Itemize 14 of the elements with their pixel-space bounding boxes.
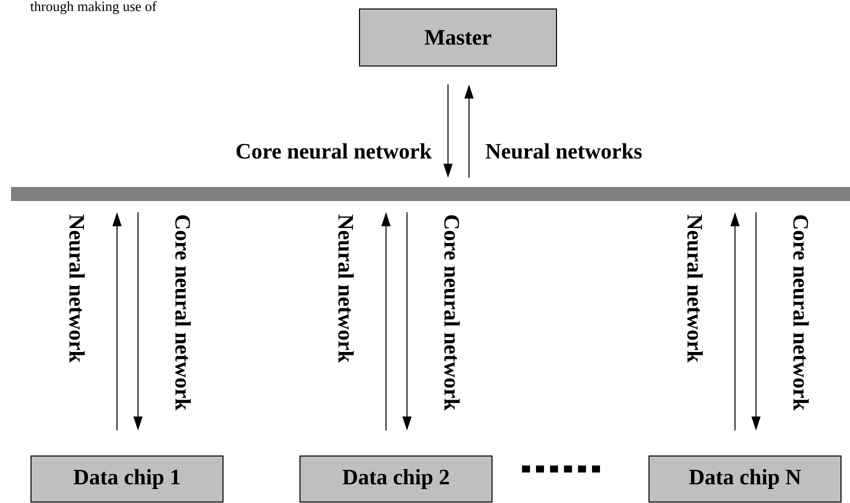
edge-label: Core neural network (233, 141, 434, 161)
chip-box: Data chip 1 (30, 456, 224, 502)
body-text: through making use of (30, 1, 157, 14)
edge-label: Neural network (67, 212, 87, 365)
bus-bar (11, 187, 850, 201)
chip-box: Data chip 2 (300, 456, 492, 502)
edge-label: Neural network (685, 212, 705, 365)
edge-label: Neural network (336, 212, 356, 365)
chip-box: Data chip N (648, 456, 842, 502)
edge-label: Core neural network (791, 212, 811, 413)
edge-label: Core neural network (442, 212, 462, 413)
edge-label: Core neural network (173, 212, 193, 413)
master-box: Master (359, 8, 557, 66)
edge-label: Neural networks (483, 141, 644, 161)
